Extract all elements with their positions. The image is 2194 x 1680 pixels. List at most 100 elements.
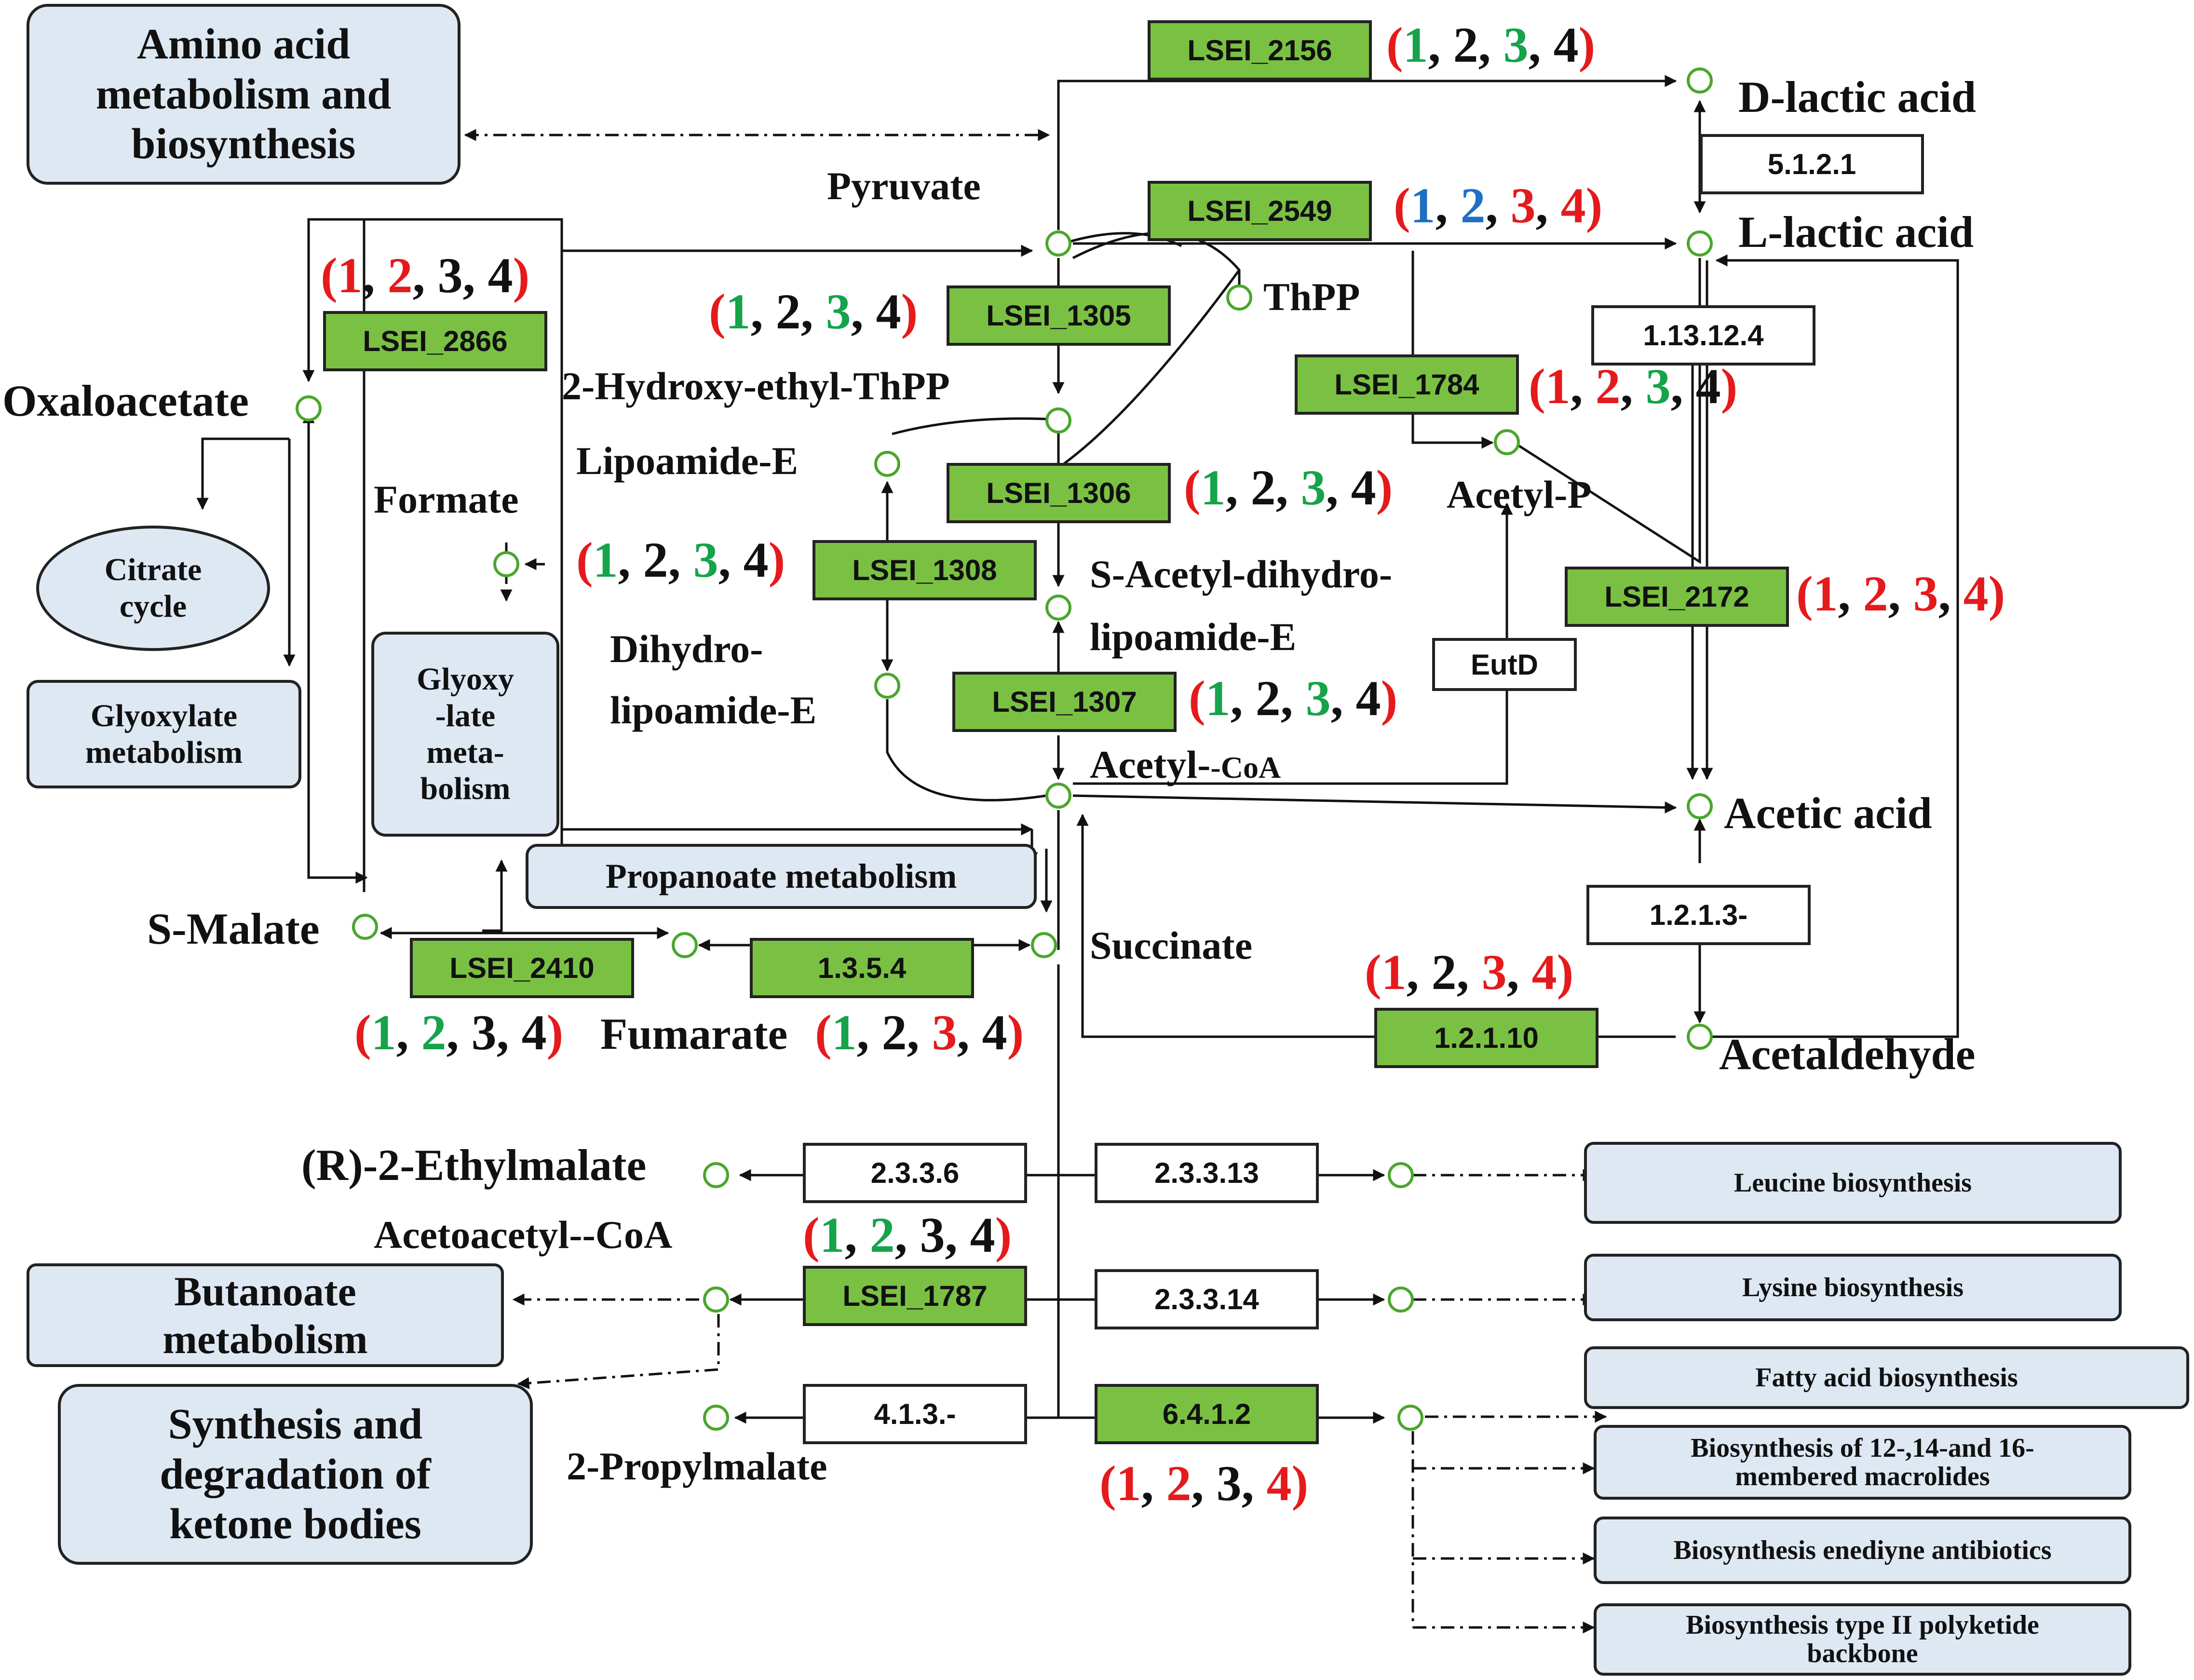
cond-lsei-1787: (1, 2, 3, 4) — [803, 1210, 1012, 1260]
formate-node[interactable] — [493, 551, 519, 577]
cond-6412: (1, 2, 3, 4) — [1099, 1459, 1308, 1509]
cond-glyph: 4 — [743, 532, 769, 588]
hydroxy-ethyl-node[interactable] — [1045, 407, 1071, 434]
ec-5121[interactable]: 5.1.2.1 — [1700, 134, 1924, 194]
cond-glyph: 4 — [876, 284, 901, 339]
cond-glyph: 4 — [982, 1005, 1007, 1060]
dihydro-node[interactable] — [874, 673, 900, 699]
cond-glyph: 1 — [1205, 671, 1231, 726]
enzyme-lsei-1307[interactable]: LSEI_1307 — [952, 672, 1177, 732]
cond-glyph: ( — [321, 248, 338, 303]
malonyl-node[interactable] — [1397, 1405, 1423, 1431]
cond-glyph: , — [1406, 945, 1432, 1000]
ec-23313[interactable]: 2.3.3.13 — [1095, 1143, 1319, 1203]
cond-glyph: 1 — [1200, 460, 1226, 515]
fumarate-node[interactable] — [672, 932, 698, 958]
l-lactic-node[interactable] — [1687, 230, 1713, 257]
cond-glyph: 2 — [643, 532, 668, 588]
enzyme-6412[interactable]: 6.4.1.2 — [1095, 1384, 1319, 1444]
propylmalate-node[interactable] — [703, 1405, 729, 1431]
acetoacetyl-node[interactable] — [703, 1287, 729, 1313]
cond-glyph: , — [718, 532, 744, 588]
cond-glyph: 1 — [1381, 945, 1407, 1000]
lysine-node[interactable] — [1388, 1287, 1414, 1313]
enzyme-lsei-1308[interactable]: LSEI_1308 — [813, 540, 1037, 600]
ec-2336[interactable]: 2.3.3.6 — [803, 1143, 1027, 1203]
enzyme-lsei-2172[interactable]: LSEI_2172 — [1565, 567, 1789, 627]
lysine-pathway[interactable]: Lysine biosynthesis — [1584, 1254, 2122, 1321]
acetic-node[interactable] — [1687, 793, 1713, 819]
cond-glyph: 2 — [775, 284, 801, 339]
cond-lsei-1305: (1, 2, 3, 4) — [709, 287, 918, 337]
succinate-node[interactable] — [1031, 932, 1057, 958]
cond-glyph: , — [362, 248, 388, 303]
enzyme-lsei-2156[interactable]: LSEI_2156 — [1148, 20, 1372, 81]
enzyme-lsei-1787[interactable]: LSEI_1787 — [803, 1266, 1027, 1326]
cond-glyph: , — [1225, 460, 1251, 515]
ethylmalate-node[interactable] — [703, 1162, 729, 1188]
propylmalate-label: 2-Propylmalate — [567, 1444, 827, 1488]
cond-glyph: , — [1141, 1456, 1166, 1511]
s-malate-node[interactable] — [352, 914, 378, 940]
ec-413[interactable]: 4.1.3.- — [803, 1384, 1027, 1444]
enzyme-12110[interactable]: 1.2.1.10 — [1374, 1008, 1598, 1068]
cond-glyph: , — [945, 1207, 970, 1263]
enzyme-1354[interactable]: 1.3.5.4 — [750, 938, 974, 998]
cond-glyph: , — [1570, 359, 1596, 414]
s-acetyl-node[interactable] — [1045, 595, 1071, 621]
formate-label: Formate — [374, 477, 519, 521]
acetyl-coa-node[interactable] — [1045, 783, 1071, 809]
cond-glyph: 4 — [1963, 566, 1989, 622]
cond-glyph: , — [800, 284, 826, 339]
cond-glyph: , — [668, 532, 693, 588]
pyruvate-node[interactable] — [1045, 230, 1071, 257]
fatty-acid-pathway[interactable]: Fatty acid biosynthesis — [1584, 1346, 2189, 1409]
ec-113124[interactable]: 1.13.12.4 — [1591, 305, 1815, 366]
ec-1213[interactable]: 1.2.1.3- — [1586, 885, 1811, 945]
ec-eutd[interactable]: EutD — [1432, 638, 1577, 691]
cond-glyph: 1 — [1403, 17, 1428, 73]
enzyme-lsei-2549[interactable]: LSEI_2549 — [1148, 181, 1372, 241]
enzyme-lsei-2866[interactable]: LSEI_2866 — [323, 311, 547, 371]
acetaldehyde-node[interactable] — [1687, 1024, 1713, 1050]
enediyne-pathway[interactable]: Biosynthesis enediyne antibiotics — [1594, 1517, 2131, 1584]
cond-glyph: ( — [709, 284, 726, 339]
enzyme-lsei-1305[interactable]: LSEI_1305 — [947, 285, 1171, 346]
enzyme-lsei-2410[interactable]: LSEI_2410 — [410, 938, 634, 998]
propanoate-pathway[interactable]: Propanoate metabolism — [526, 844, 1037, 909]
acetaldehyde-label: Acetaldehyde — [1719, 1030, 1976, 1079]
leucine-node[interactable] — [1388, 1162, 1414, 1188]
cond-lsei-1308: (1, 2, 3, 4) — [576, 535, 785, 585]
lipoamide-node[interactable] — [874, 451, 900, 477]
enzyme-lsei-1784[interactable]: LSEI_1784 — [1295, 354, 1519, 415]
enzyme-lsei-1306[interactable]: LSEI_1306 — [947, 463, 1171, 523]
cond-glyph: 1 — [371, 1005, 396, 1060]
cond-glyph: ( — [1189, 671, 1205, 726]
cond-glyph: ( — [1386, 17, 1403, 73]
acetyl-p-node[interactable] — [1494, 429, 1520, 455]
d-lactic-node[interactable] — [1687, 68, 1713, 94]
cond-glyph: , — [1535, 178, 1561, 233]
oxaloacetate-node[interactable] — [296, 395, 322, 421]
cond-glyph: ) — [546, 1005, 564, 1060]
leucine-pathway[interactable]: Leucine biosynthesis — [1584, 1142, 2122, 1224]
cond-12110: (1, 2, 3, 4) — [1365, 948, 1573, 998]
macrolides-pathway[interactable]: Biosynthesis of 12-,14-and 16-membered m… — [1594, 1425, 2131, 1500]
cond-glyph: 3 — [826, 284, 851, 339]
thpp-node[interactable] — [1226, 285, 1252, 311]
cond-glyph: 2 — [1453, 17, 1478, 73]
dihydro-label-2: lipoamide-E — [610, 688, 817, 732]
cond-glyph: 2 — [881, 1005, 907, 1060]
ec-23314[interactable]: 2.3.3.14 — [1095, 1269, 1319, 1329]
cond-glyph: 4 — [1266, 1456, 1292, 1511]
cond-glyph: 4 — [488, 248, 513, 303]
cond-glyph: 1 — [1116, 1456, 1141, 1511]
cond-glyph: , — [1330, 671, 1356, 726]
